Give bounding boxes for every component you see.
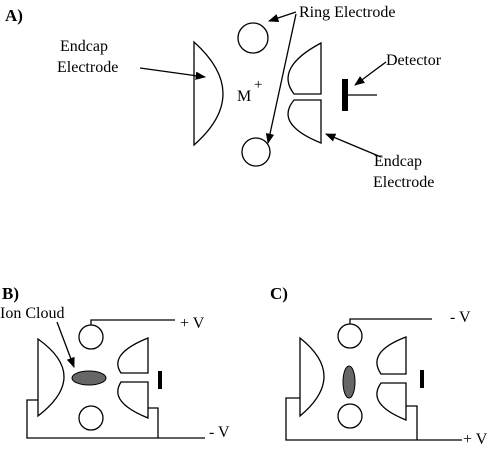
panel-b-top-voltage: + V [180, 315, 205, 332]
panel-b-ring-bottom [78, 405, 104, 431]
panel-c-bottom-voltage: + V [463, 431, 488, 448]
panel-c-right-endcap-wire [406, 405, 418, 440]
ion-cloud-arrow [56, 321, 75, 368]
panel-c-ion-cloud [342, 365, 356, 399]
panel-c-detector [420, 370, 424, 388]
panel-c-right-endcap-lower [376, 382, 407, 421]
panel-b-left-endcap-wire [26, 399, 205, 439]
panel-b-left-endcap [37, 337, 65, 418]
panel-b: B) + V - V Ion Cloud [0, 284, 230, 441]
panel-b-bottom-voltage: - V [209, 424, 230, 441]
panel-c-ring-top [337, 323, 363, 349]
panel-c-right-endcap-upper [376, 336, 407, 375]
ring-arrow-top [268, 11, 297, 22]
panel-c-left-endcap [299, 336, 325, 418]
panel-a-label: A) [5, 6, 23, 25]
ion-charge: + [254, 77, 262, 93]
detector-arrow [354, 61, 387, 86]
endcap-left-label-line2: Electrode [57, 59, 118, 76]
ring-electrode-bottom [241, 137, 271, 167]
detector [342, 79, 348, 111]
panel-b-right-endcap-lower [117, 381, 149, 419]
panel-b-right-endcap-upper [117, 337, 149, 374]
panel-c-label: C) [270, 284, 288, 303]
right-endcap-lower [287, 99, 322, 144]
detector-label: Detector [386, 52, 442, 69]
endcap-right-arrow [325, 133, 382, 158]
endcap-right-label-line2: Electrode [373, 174, 434, 191]
ion-label: M [237, 88, 251, 105]
panel-a: A) M + Ring Electrode Endcap Electrode D… [5, 4, 442, 191]
panel-b-ion-cloud [71, 370, 107, 386]
panel-c-left-endcap-wire [285, 397, 462, 441]
panel-b-detector [158, 371, 162, 389]
panel-b-ring-top [78, 324, 104, 350]
endcap-right-label-line1: Endcap [374, 153, 422, 170]
panel-b-ring-wire [90, 319, 175, 325]
ring-arrow-bottom [265, 13, 297, 145]
panel-b-right-endcap-wire [148, 407, 159, 438]
panel-c-ring-bottom [337, 403, 363, 429]
ion-cloud-label: Ion Cloud [0, 305, 64, 322]
panel-c-top-voltage: - V [450, 309, 471, 326]
endcap-left-arrow [139, 67, 207, 80]
ring-electrode-label: Ring Electrode [299, 4, 395, 21]
left-endcap-electrode [193, 40, 224, 147]
right-endcap-upper [287, 41, 322, 95]
panel-c: C) - V + V [270, 284, 488, 448]
endcap-left-label-line1: Endcap [60, 38, 108, 55]
ring-electrode-top [237, 22, 269, 54]
panel-c-ring-wire [349, 318, 432, 324]
panel-b-label: B) [2, 284, 19, 303]
